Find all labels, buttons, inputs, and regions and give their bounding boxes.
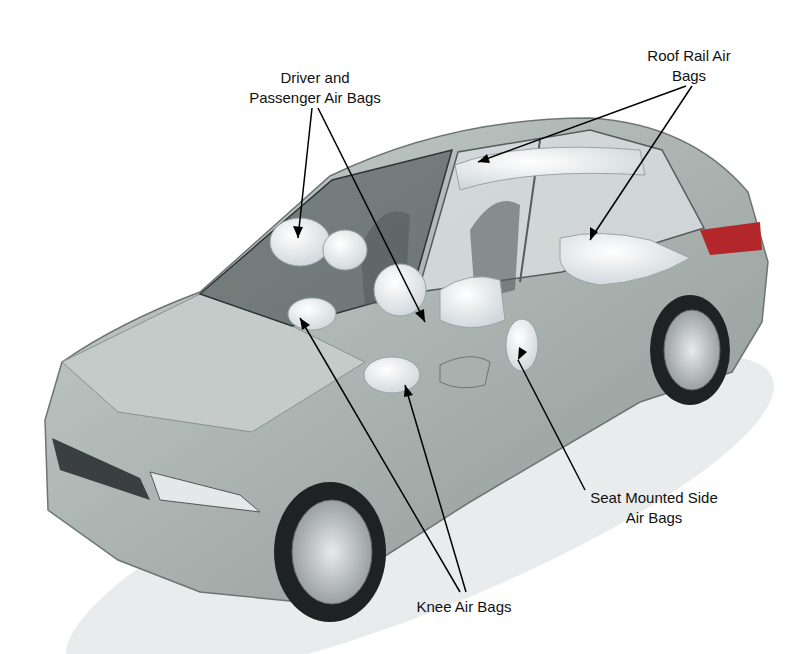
knee-air-bag xyxy=(364,357,420,393)
arrow-heads xyxy=(293,154,598,397)
roof-rail-air-bag xyxy=(560,233,690,285)
callout-label: Knee Air Bags xyxy=(416,597,511,617)
car-body xyxy=(45,118,768,602)
rear-rim xyxy=(664,310,720,390)
roof-rail-air-bag xyxy=(440,277,505,328)
driver-air-bag xyxy=(323,230,367,270)
roof-rail-air-bag xyxy=(455,147,645,190)
front-tire xyxy=(274,482,386,622)
callout-label: Roof Rail Air Bags xyxy=(645,46,733,86)
car-hood xyxy=(62,294,365,432)
side-mirror xyxy=(440,357,490,388)
callout-label: Driver and Passenger Air Bags xyxy=(245,68,385,108)
knee-air-bag xyxy=(288,298,336,330)
tail-light xyxy=(700,222,762,255)
grille xyxy=(52,438,150,500)
rear-tire xyxy=(650,295,730,405)
callout-label: Seat Mounted Side Air Bags xyxy=(584,488,724,528)
seat-side-air-bag xyxy=(506,319,538,371)
front-rim xyxy=(292,500,372,604)
side-windows xyxy=(418,130,704,292)
headlight xyxy=(150,472,260,512)
